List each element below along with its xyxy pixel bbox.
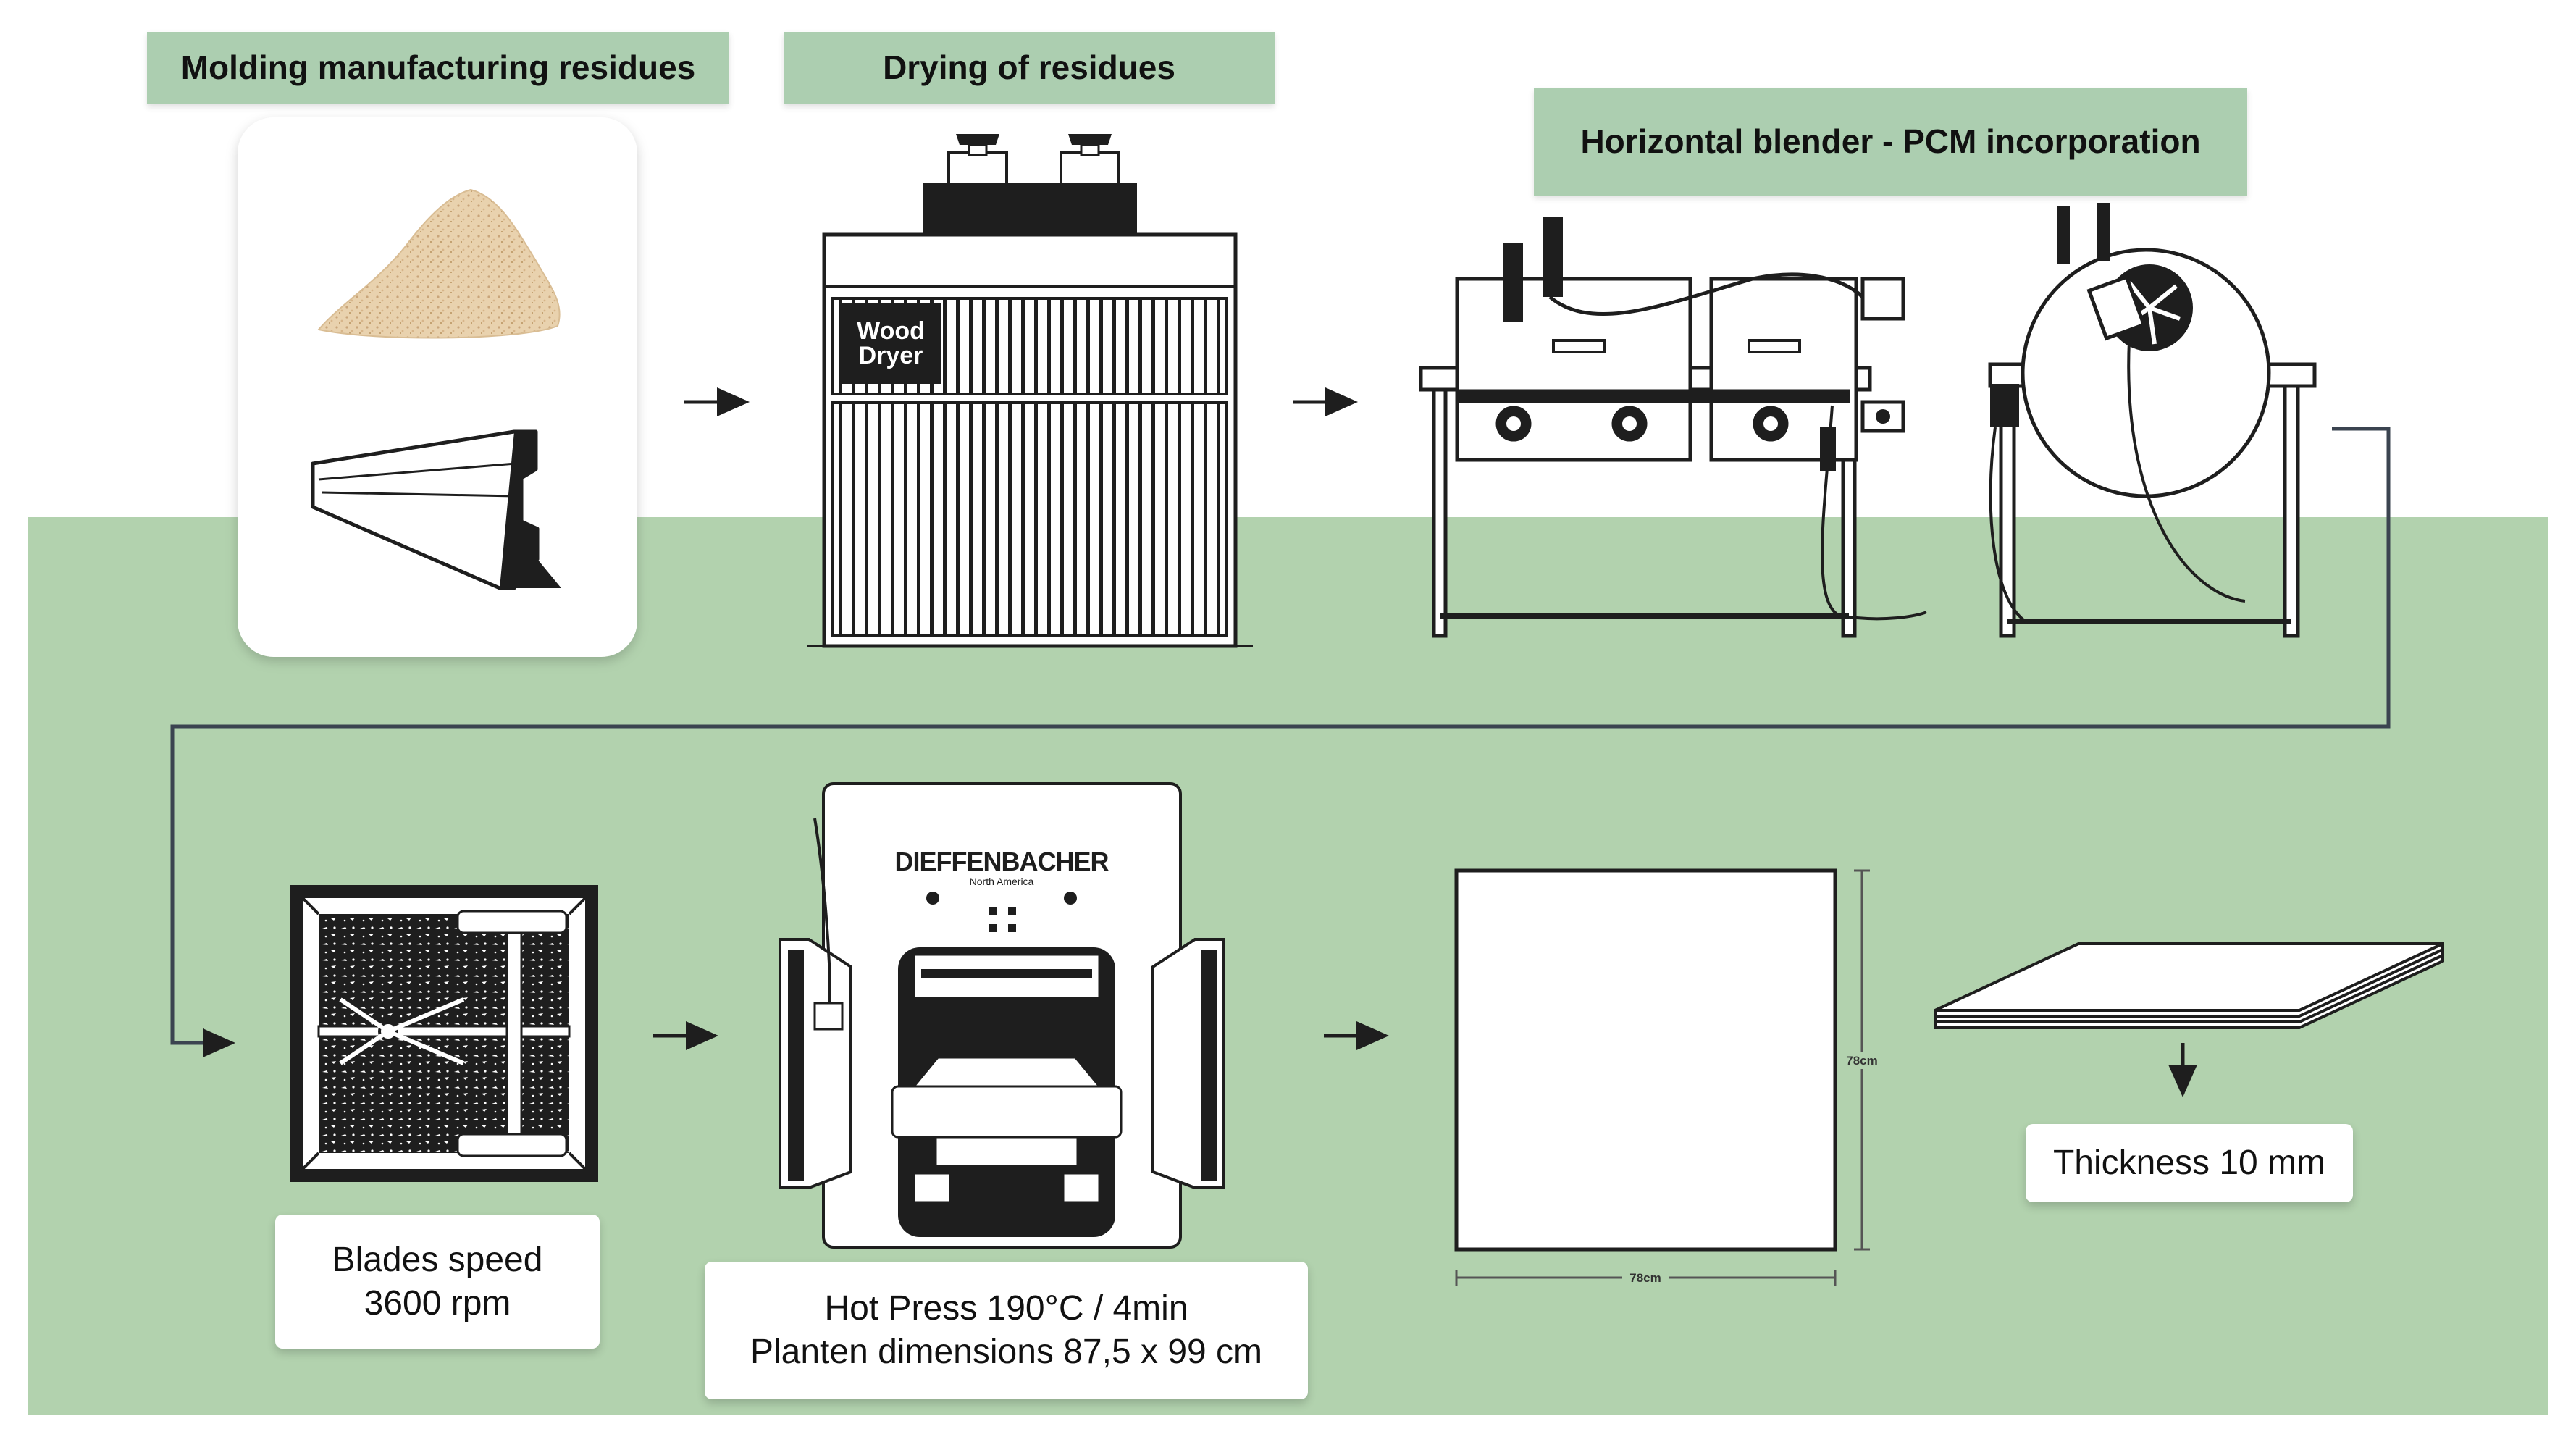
label-horizontal-blender-text: Horizontal blender - PCM incorporation bbox=[1580, 122, 2201, 161]
blades-speed-line1: Blades speed bbox=[332, 1240, 543, 1279]
label-horizontal-blender: Horizontal blender - PCM incorporation bbox=[1534, 88, 2247, 196]
panel-height-dim: 78cm bbox=[1846, 1054, 1877, 1068]
thickness-text: Thickness 10 mm bbox=[2052, 1144, 2326, 1182]
label-hot-press: Hot Press 190°C / 4min Planten dimension… bbox=[705, 1262, 1308, 1399]
sawdust-pile-and-molding-icon bbox=[238, 117, 637, 657]
panel-width-dim: 78cm bbox=[1629, 1271, 1661, 1285]
label-drying-residues: Drying of residues bbox=[784, 32, 1275, 104]
hot-press-line1: Hot Press 190°C / 4min bbox=[824, 1289, 1188, 1328]
press-brand: DIEFFENBACHER bbox=[894, 847, 1109, 876]
hot-press-icon bbox=[779, 782, 1225, 1249]
label-blades-speed: Blades speed 3600 rpm bbox=[275, 1215, 600, 1349]
dryer-label-line1: Wood bbox=[857, 317, 925, 345]
horizontal-blender-icon bbox=[1419, 217, 1927, 638]
mixer-top-view-icon bbox=[290, 885, 598, 1182]
press-brand-sub: North America bbox=[970, 876, 1034, 887]
panel-square-icon bbox=[1454, 868, 1870, 1286]
blades-speed-line2: 3600 rpm bbox=[364, 1283, 511, 1322]
label-thickness: Thickness 10 mm bbox=[2026, 1124, 2353, 1202]
wood-dryer-icon bbox=[807, 134, 1253, 648]
dryer-label-line2: Dryer bbox=[859, 342, 923, 369]
blender-drum-side-icon bbox=[1988, 203, 2317, 638]
label-drying-residues-text: Drying of residues bbox=[883, 49, 1175, 87]
label-molding-residues: Molding manufacturing residues bbox=[147, 32, 729, 104]
flow-arrows bbox=[653, 387, 2197, 1097]
connector-line bbox=[170, 427, 2391, 1057]
hot-press-line2: Planten dimensions 87,5 x 99 cm bbox=[750, 1333, 1263, 1371]
sawdust-pile bbox=[317, 188, 561, 339]
label-molding-residues-text: Molding manufacturing residues bbox=[180, 49, 696, 87]
stacked-boards-icon bbox=[1934, 942, 2444, 1029]
